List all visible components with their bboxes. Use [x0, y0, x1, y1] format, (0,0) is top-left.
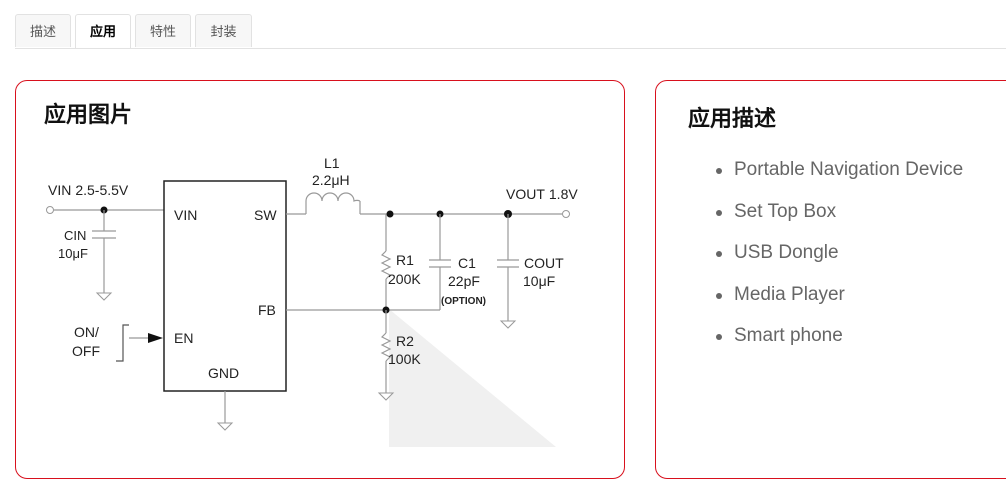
bullet-icon [716, 334, 722, 340]
l1-label: L1 [324, 155, 340, 171]
bullet-icon [716, 168, 722, 174]
vin-terminal [46, 206, 54, 214]
background-shade [389, 309, 556, 447]
inductor-l1 [305, 192, 361, 202]
pin-fb-label: FB [258, 302, 276, 318]
ground-icon [499, 320, 517, 329]
list-item: Smart phone [688, 325, 963, 367]
list-item: Media Player [688, 284, 963, 326]
ground-icon [216, 422, 234, 431]
cout-label: COUT [524, 255, 564, 271]
bullet-icon [716, 251, 722, 257]
ground-icon [377, 392, 395, 401]
tab-bar: 描述 应用 特性 封装 [15, 14, 1006, 49]
r2-value: 100K [388, 351, 421, 367]
application-list: Portable Navigation Device Set Top Box U… [688, 159, 963, 367]
tab-package[interactable]: 封装 [195, 14, 252, 47]
tab-application[interactable]: 应用 [75, 14, 131, 48]
c1-label: C1 [458, 255, 476, 271]
r1-label: R1 [396, 252, 414, 268]
en-off-label: OFF [72, 343, 100, 359]
pin-en-label: EN [174, 330, 193, 346]
bullet-icon [716, 209, 722, 216]
arrow-icon [148, 333, 163, 343]
pin-vin-label: VIN [174, 207, 197, 223]
tab-features[interactable]: 特性 [135, 14, 191, 47]
tab-description[interactable]: 描述 [15, 14, 71, 47]
en-on-label: ON/ [74, 324, 99, 340]
r1-value: 200K [388, 271, 421, 287]
pin-gnd-label: GND [208, 365, 239, 381]
resistor-r2 [380, 332, 392, 362]
cin-label: CIN [64, 228, 86, 243]
list-item: Portable Navigation Device [688, 159, 963, 201]
cin-value: 10μF [58, 246, 88, 261]
c1-option-note: (OPTION) [441, 296, 486, 307]
r2-label: R2 [396, 333, 414, 349]
resistor-r1 [380, 250, 392, 280]
application-description-card: 应用描述 Portable Navigation Device Set Top … [655, 80, 1006, 479]
pin-sw-label: SW [254, 207, 277, 223]
list-item: USB Dongle [688, 242, 963, 284]
bullet-icon [716, 292, 722, 299]
list-item: Set Top Box [688, 201, 963, 243]
c1-value: 22pF [448, 273, 480, 289]
ground-icon [95, 292, 113, 301]
pulse-icon [116, 324, 129, 362]
vout-terminal [562, 210, 570, 218]
l1-value: 2.2μH [312, 172, 350, 188]
application-description-title: 应用描述 [688, 106, 777, 131]
application-image-title: 应用图片 [44, 102, 133, 127]
cout-value: 10μF [523, 273, 555, 289]
